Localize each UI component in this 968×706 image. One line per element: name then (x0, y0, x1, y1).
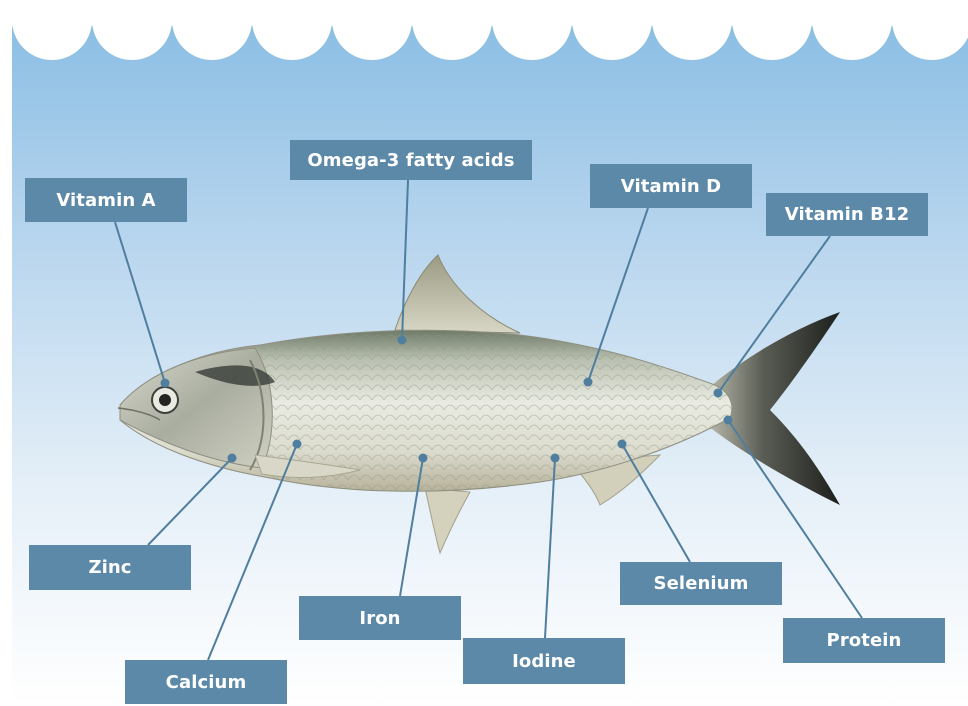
label-selenium: Selenium (620, 562, 782, 605)
point-omega3 (398, 336, 407, 345)
label-vitamin-b12: Vitamin B12 (766, 193, 928, 236)
point-calcium (293, 440, 302, 449)
point-iodine (551, 454, 560, 463)
label-zinc: Zinc (29, 545, 191, 590)
label-vitamin-a: Vitamin A (25, 178, 187, 222)
point-zinc (228, 454, 237, 463)
point-vitamin-a (161, 379, 170, 388)
point-iron (419, 454, 428, 463)
label-iodine: Iodine (463, 638, 625, 684)
point-vitamin-d (584, 378, 593, 387)
point-selenium (618, 440, 627, 449)
label-protein: Protein (783, 618, 945, 663)
label-iron: Iron (299, 596, 461, 640)
label-omega3: Omega-3 fatty acids (290, 140, 532, 180)
point-vitamin-b12 (714, 389, 723, 398)
label-vitamin-d: Vitamin D (590, 164, 752, 208)
label-calcium: Calcium (125, 660, 287, 704)
point-protein (724, 416, 733, 425)
